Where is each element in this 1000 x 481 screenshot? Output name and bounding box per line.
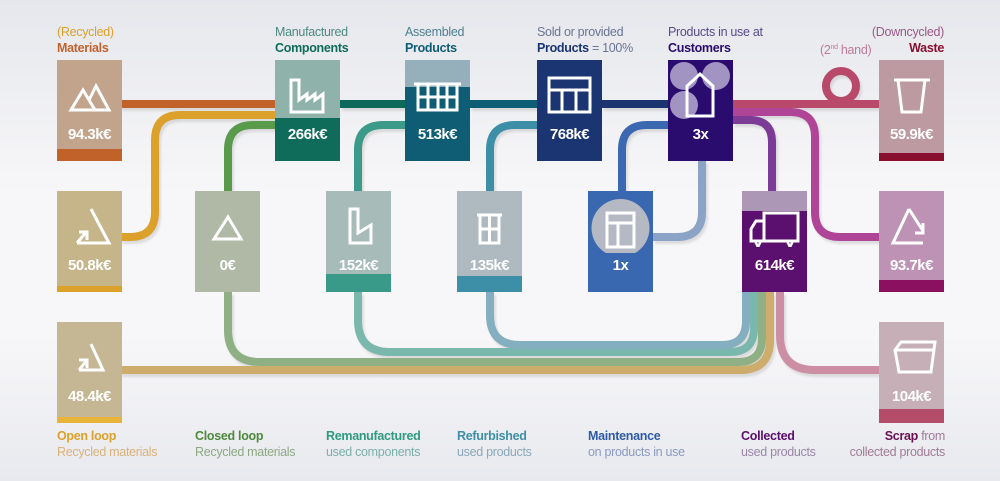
node-assembled[interactable]: 513k€: [405, 60, 470, 161]
mountains-icon: [68, 82, 112, 112]
node-collected[interactable]: 614k€: [742, 191, 807, 292]
value-refurbished: 135k€: [469, 257, 510, 274]
value-waste: 59.9k€: [890, 126, 933, 143]
flow-collected-refurbished: [486, 292, 750, 349]
value-maintenance: 1x: [612, 257, 629, 274]
flow-remanufactured-up: [354, 121, 406, 191]
flow-customers-collected: [733, 116, 776, 191]
recycle-triangle-icon: [75, 208, 112, 245]
value-open-loop-recycled: 50.8k€: [68, 257, 111, 274]
node-scrap[interactable]: 104k€: [879, 322, 944, 423]
label-maintenance: Maintenance on products in use: [588, 429, 685, 459]
product-window-icon: [547, 76, 592, 114]
flow-open-loop-recycled: [120, 111, 276, 241]
label-refurbished: Refurbished used products: [457, 429, 532, 459]
factory-icon: [289, 78, 325, 114]
value-customers: 3x: [692, 126, 709, 143]
triangle-icon: [211, 214, 244, 241]
waste-bin-icon: [894, 78, 930, 114]
maintenance-window-icon: [605, 211, 636, 249]
flow-collected-closed-loop: [224, 292, 766, 366]
value-open-loop: 48.4k€: [68, 388, 111, 405]
node-open-loop-recycled[interactable]: 50.8k€: [57, 191, 122, 292]
value-materials: 94.3k€: [68, 126, 111, 143]
node-closed-loop[interactable]: 0€: [195, 191, 260, 292]
scrap-container-icon: [893, 340, 937, 374]
node-customers[interactable]: 3x: [668, 60, 733, 161]
open-loop-triangle-icon: [77, 343, 106, 372]
flow-collected-open-loop: [120, 292, 774, 374]
flow-collected-scrap: [776, 292, 880, 374]
flow-maintenance-up: [618, 121, 669, 191]
node-remanufactured[interactable]: 152k€: [326, 191, 391, 292]
value-closed-loop: 0€: [219, 257, 236, 274]
label-second-hand: (2nd hand): [820, 43, 872, 58]
label-assembled: Assembled Products: [405, 25, 465, 55]
flow-collected-remanufactured: [354, 292, 758, 356]
node-waste[interactable]: 59.9k€: [879, 60, 944, 161]
label-materials: (Recycled) Materials: [57, 25, 114, 55]
label-collected: Collected used products: [741, 429, 816, 459]
value-remanufactured: 152k€: [338, 257, 379, 274]
value-components: 266k€: [287, 126, 328, 143]
window-icon: [477, 213, 502, 245]
flow-refurbished-up: [486, 121, 538, 191]
flow-maintenance-return: [653, 160, 706, 241]
label-sold: Sold or provided Products = 100%: [537, 25, 633, 55]
node-maintenance[interactable]: 1x: [588, 191, 653, 292]
node-components[interactable]: 266k€: [275, 60, 340, 161]
label-scrap: Scrap from collected products: [849, 429, 946, 459]
node-materials[interactable]: 94.3k€: [57, 60, 122, 161]
second-hand-loop: [822, 67, 860, 105]
value-collected: 614k€: [754, 257, 795, 274]
truck-icon: [749, 211, 800, 247]
flow-customers-downcycled: [733, 108, 880, 241]
label-closed-loop: Closed loop Recycled materials: [195, 429, 296, 459]
product-grid-icon: [414, 82, 461, 112]
node-sold[interactable]: 768k€: [537, 60, 602, 161]
label-open-loop: Open loop Recycled materials: [57, 429, 158, 459]
label-waste: (Downcycled) Waste: [871, 25, 944, 55]
label-customers: Products in use at Customers: [668, 25, 763, 55]
house-icon: [685, 71, 715, 118]
value-scrap: 104k€: [891, 388, 932, 405]
label-remanufactured: Remanufactured used components: [326, 429, 421, 459]
value-assembled: 513k€: [417, 126, 458, 143]
flow-closed-loop-up: [224, 121, 276, 191]
value-sold: 768k€: [549, 126, 590, 143]
factory-outline-icon: [348, 207, 373, 245]
downcycle-triangle-icon: [890, 208, 925, 245]
node-downcycled[interactable]: 93.7k€: [879, 191, 944, 292]
value-downcycled: 93.7k€: [890, 257, 933, 274]
node-refurbished[interactable]: 135k€: [457, 191, 522, 292]
label-components: Manufactured Components: [275, 25, 349, 55]
node-open-loop[interactable]: 48.4k€: [57, 322, 122, 423]
